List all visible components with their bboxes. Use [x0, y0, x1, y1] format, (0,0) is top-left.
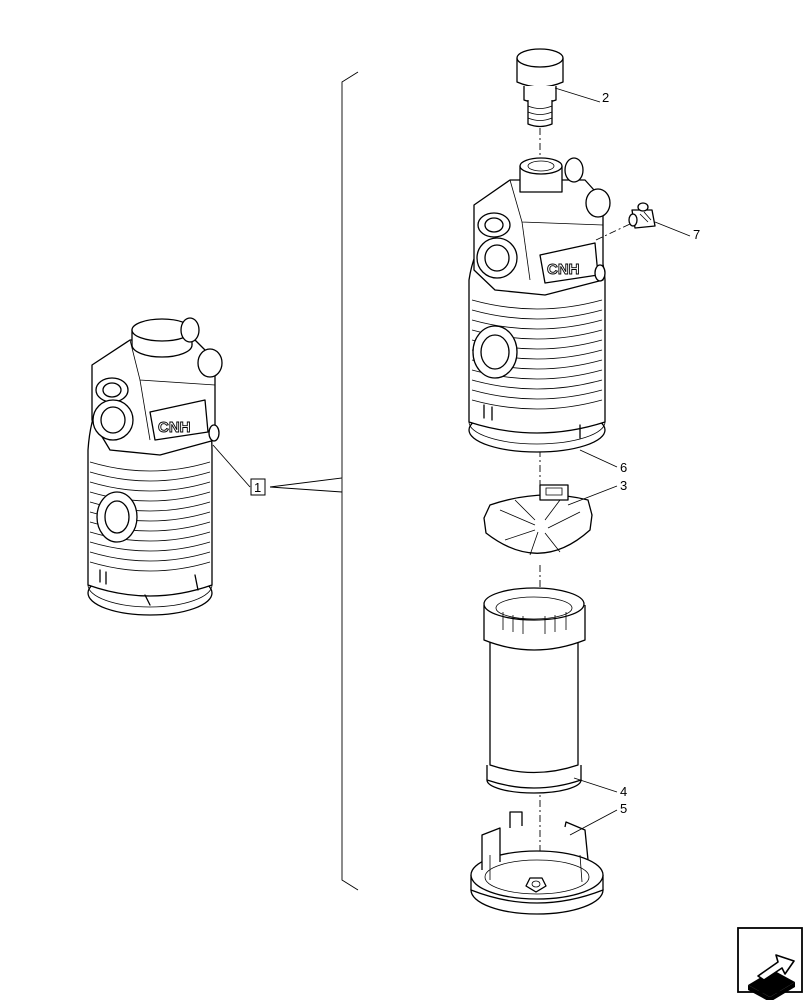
assembled-filter-housing: CNH	[87, 317, 223, 616]
lower-bowl-part	[470, 811, 604, 915]
leader-3	[567, 485, 618, 506]
leader-7	[654, 221, 691, 237]
left-logo-text: CNH	[158, 419, 191, 436]
leader-1	[212, 444, 251, 488]
cap-part	[516, 48, 564, 128]
leader-5	[569, 809, 618, 836]
filter-element-part	[483, 587, 586, 794]
svg-text:1: 1	[254, 480, 261, 495]
baffle-part	[483, 484, 593, 556]
callout-3: 3	[620, 478, 627, 493]
right-logo-text: CNH	[547, 261, 580, 278]
callout-1: 1	[250, 478, 266, 496]
next-page-arrow-icon[interactable]	[737, 927, 803, 1000]
leader-4	[573, 777, 618, 793]
leader-6	[579, 449, 618, 468]
callout-2: 2	[602, 90, 609, 105]
callout-7: 7	[693, 227, 700, 242]
callout-5: 5	[620, 801, 627, 816]
filter-housing-part: CNH	[468, 157, 611, 453]
assembly-bracket	[269, 71, 359, 891]
indicator-part	[628, 202, 656, 229]
leader-2	[554, 87, 601, 103]
callout-4: 4	[620, 784, 627, 799]
indicator-axis	[595, 223, 631, 241]
callout-6: 6	[620, 460, 627, 475]
